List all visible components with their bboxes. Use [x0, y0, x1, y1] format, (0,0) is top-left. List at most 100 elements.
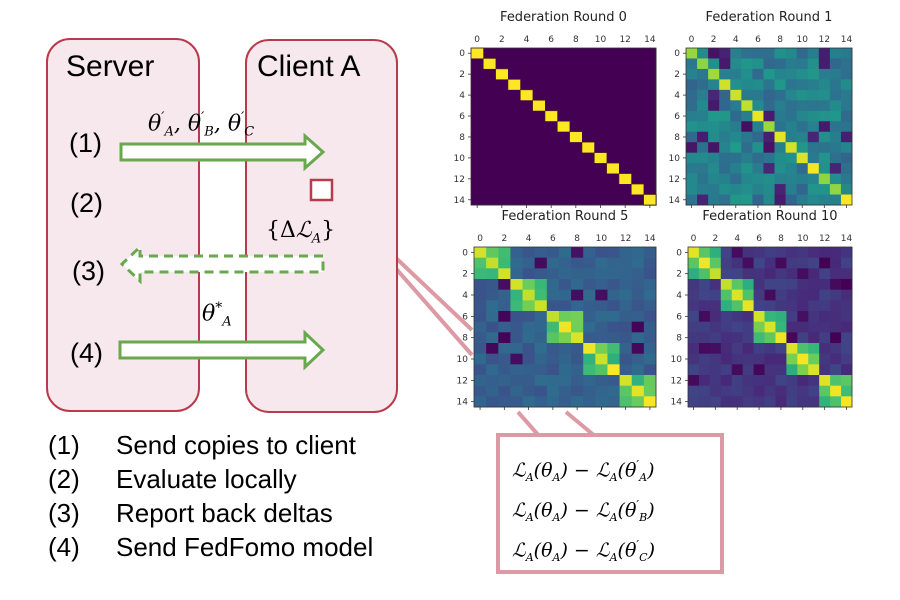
heatmap-cell: [731, 311, 744, 323]
heatmap-cell: [775, 321, 787, 333]
x-tick-label: 4: [733, 35, 739, 45]
heatmap-cell: [643, 110, 657, 122]
heatmap-cell: [763, 48, 775, 59]
heatmap-cell: [730, 163, 742, 174]
x-tick-label: 12: [819, 234, 830, 244]
heatmap-cell: [557, 184, 571, 195]
heatmap-cell: [818, 110, 831, 122]
heatmap-cell: [752, 142, 764, 154]
heatmap-cell: [546, 289, 560, 301]
heatmap-cell: [807, 58, 820, 70]
heatmap-cell: [583, 247, 596, 259]
send-model-label: θ*A: [202, 300, 232, 330]
heatmap-cell: [546, 353, 560, 365]
heatmap-cell: [571, 353, 584, 365]
heatmap-cell: [808, 311, 820, 323]
heatmap-cell: [643, 152, 657, 164]
heatmap-cell: [522, 247, 536, 259]
heatmap-cell: [486, 353, 499, 365]
heatmap-cell: [474, 321, 487, 333]
heatmap-cell: [698, 343, 711, 355]
heatmap-cell: [558, 268, 572, 280]
heatmap-cell: [785, 173, 798, 185]
heatmap-cell: [807, 110, 820, 122]
x-tick-label: 14: [841, 234, 853, 244]
heatmap-cell: [708, 48, 720, 59]
heatmap-cell: [471, 110, 484, 122]
y-tick-label: 0: [462, 248, 468, 258]
heatmap-cell: [708, 173, 720, 185]
heatmap-cell: [698, 300, 711, 312]
heatmap-frame: [687, 246, 853, 408]
legend-item: (4)Send FedFomo model: [48, 532, 374, 562]
x-tick-label: 12: [620, 234, 631, 244]
heatmap-cell: [495, 110, 509, 122]
heatmap-cell: [486, 364, 499, 376]
heatmap-cell: [818, 184, 831, 195]
heatmap-cell: [752, 152, 764, 164]
heatmap-cell: [558, 257, 572, 269]
heatmap-cell: [619, 289, 633, 301]
heatmap-cell: [583, 300, 596, 312]
heatmap-cell: [643, 58, 657, 70]
heatmap-cell: [643, 364, 657, 376]
heatmap-cell: [532, 68, 546, 80]
heatmap-cell: [606, 79, 620, 91]
heatmap-cell: [534, 343, 548, 355]
heatmap-cell: [483, 173, 497, 185]
heatmap-cell: [741, 79, 753, 91]
heatmap-cell: [594, 58, 608, 70]
heatmap-cell: [607, 268, 620, 280]
heatmap-cell: [752, 79, 764, 91]
heatmap-cell: [471, 142, 484, 154]
heatmap-cell: [688, 375, 700, 387]
heatmap-cell: [508, 121, 521, 133]
heatmap-cell: [520, 58, 534, 70]
heatmap-cell: [786, 353, 798, 365]
heatmap-cell: [742, 343, 754, 355]
heatmap-cell: [557, 79, 571, 91]
heatmap-cell: [569, 89, 583, 101]
heatmap-cell: [686, 194, 698, 206]
heatmap-cell: [709, 343, 722, 355]
heatmap-cell: [709, 321, 722, 333]
heatmap-cell: [643, 396, 657, 408]
heatmap-cell: [786, 375, 798, 387]
heatmap-title: Federation Round 5: [502, 209, 629, 224]
heatmap-cell: [697, 163, 709, 174]
heatmap-cell: [558, 343, 572, 355]
x-tick-label: 6: [755, 35, 761, 45]
heatmap-cell: [631, 68, 645, 80]
heatmap-cell: [522, 321, 536, 333]
heatmap-cell: [753, 247, 765, 259]
heatmap-cell: [697, 131, 709, 143]
y-tick-label: 12: [454, 175, 465, 185]
legend-item: (2)Evaluate locally: [48, 464, 297, 494]
heatmap-cell: [631, 131, 645, 143]
heatmap-cell: [498, 247, 511, 259]
heatmap-cell: [719, 68, 731, 80]
heatmap-cell: [785, 131, 798, 143]
heatmap-cell: [483, 184, 497, 195]
y-tick-label: 2: [674, 70, 680, 80]
heatmap-cell: [830, 247, 842, 259]
heatmap-cell: [532, 48, 546, 59]
heatmap-cell: [495, 89, 509, 101]
heatmap-cell: [544, 110, 559, 122]
heatmap-cell: [786, 311, 798, 323]
heatmap-cell: [742, 353, 754, 365]
heatmap-cell: [558, 353, 572, 365]
heatmap-cell: [495, 184, 509, 195]
heatmap-cell: [582, 184, 595, 195]
heatmap-cell: [606, 58, 620, 70]
heatmap-cell: [558, 396, 572, 408]
heatmap-cell: [619, 152, 632, 164]
heatmap-cell: [753, 311, 765, 323]
client-title: Client A: [257, 50, 361, 83]
heatmap-cell: [471, 152, 484, 164]
heatmap-cell: [582, 131, 595, 143]
heatmap-cell: [697, 100, 709, 112]
heatmap-cell: [619, 353, 633, 365]
heatmap-cell: [498, 279, 511, 291]
